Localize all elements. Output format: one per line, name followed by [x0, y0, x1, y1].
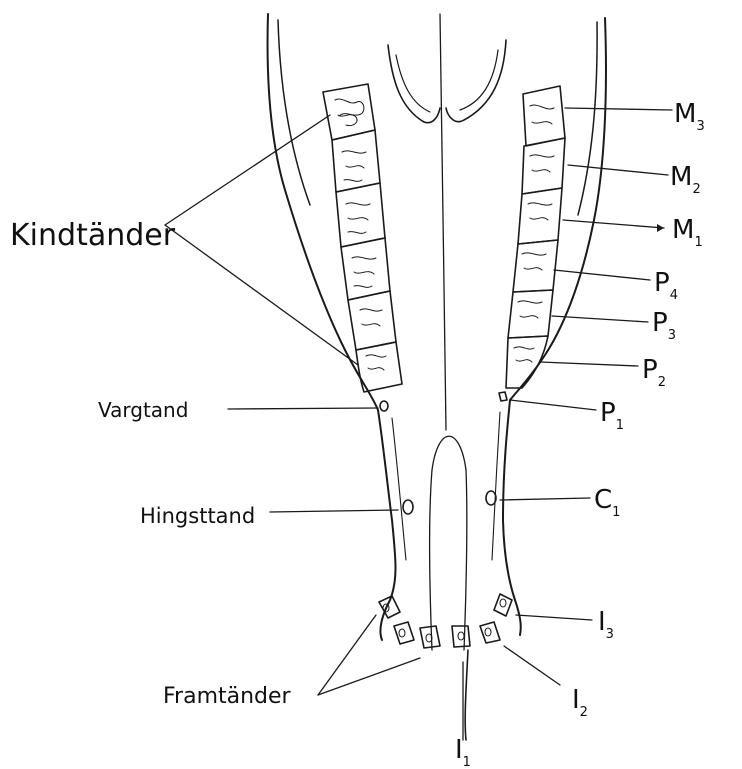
leader-p2: [540, 362, 638, 366]
leader-kindtander-upper: [165, 115, 330, 225]
leader-p4: [554, 270, 650, 280]
label-hingsttand: Hingsttand: [140, 504, 255, 528]
label-vargtand: Vargtand: [98, 398, 188, 422]
leader-i2: [504, 646, 560, 685]
label-p1: P1: [600, 398, 624, 433]
left-cheek-teeth-row: [323, 84, 402, 392]
label-m2: M2: [670, 162, 701, 197]
leader-i3: [516, 615, 592, 620]
label-m1: M1: [672, 215, 703, 250]
leader-p3: [552, 316, 648, 322]
leader-m2: [568, 165, 668, 175]
leader-p1: [510, 400, 596, 410]
leader-hingsttand: [270, 510, 398, 512]
label-p2: P2: [642, 355, 666, 390]
label-framtander: Framtänder: [163, 684, 292, 709]
incisor-teeth: [379, 594, 512, 648]
leader-framtander-left: [318, 615, 376, 695]
wolf-and-canine-teeth: [380, 392, 507, 514]
label-i2: I2: [572, 685, 588, 720]
right-cheek-teeth-row: [506, 86, 565, 388]
label-i3: I3: [598, 607, 614, 642]
leader-m3: [565, 108, 672, 110]
right-tooth-codes: M3 M2 M1 P4 P3 P2 P1 C1 I3 I2 I1: [455, 99, 705, 769]
leader-framtander-right: [318, 658, 420, 695]
leader-kindtander-lower: [165, 225, 358, 365]
leader-c1: [500, 498, 590, 500]
label-p4: P4: [654, 268, 678, 303]
leader-m1: [563, 220, 664, 228]
label-p3: P3: [652, 308, 676, 343]
label-c1: C1: [594, 485, 620, 520]
m1-arrowhead: [657, 224, 664, 232]
label-m3: M3: [674, 99, 705, 134]
label-kindtander: Kindtänder: [10, 218, 176, 253]
leader-vargtand: [228, 408, 378, 409]
